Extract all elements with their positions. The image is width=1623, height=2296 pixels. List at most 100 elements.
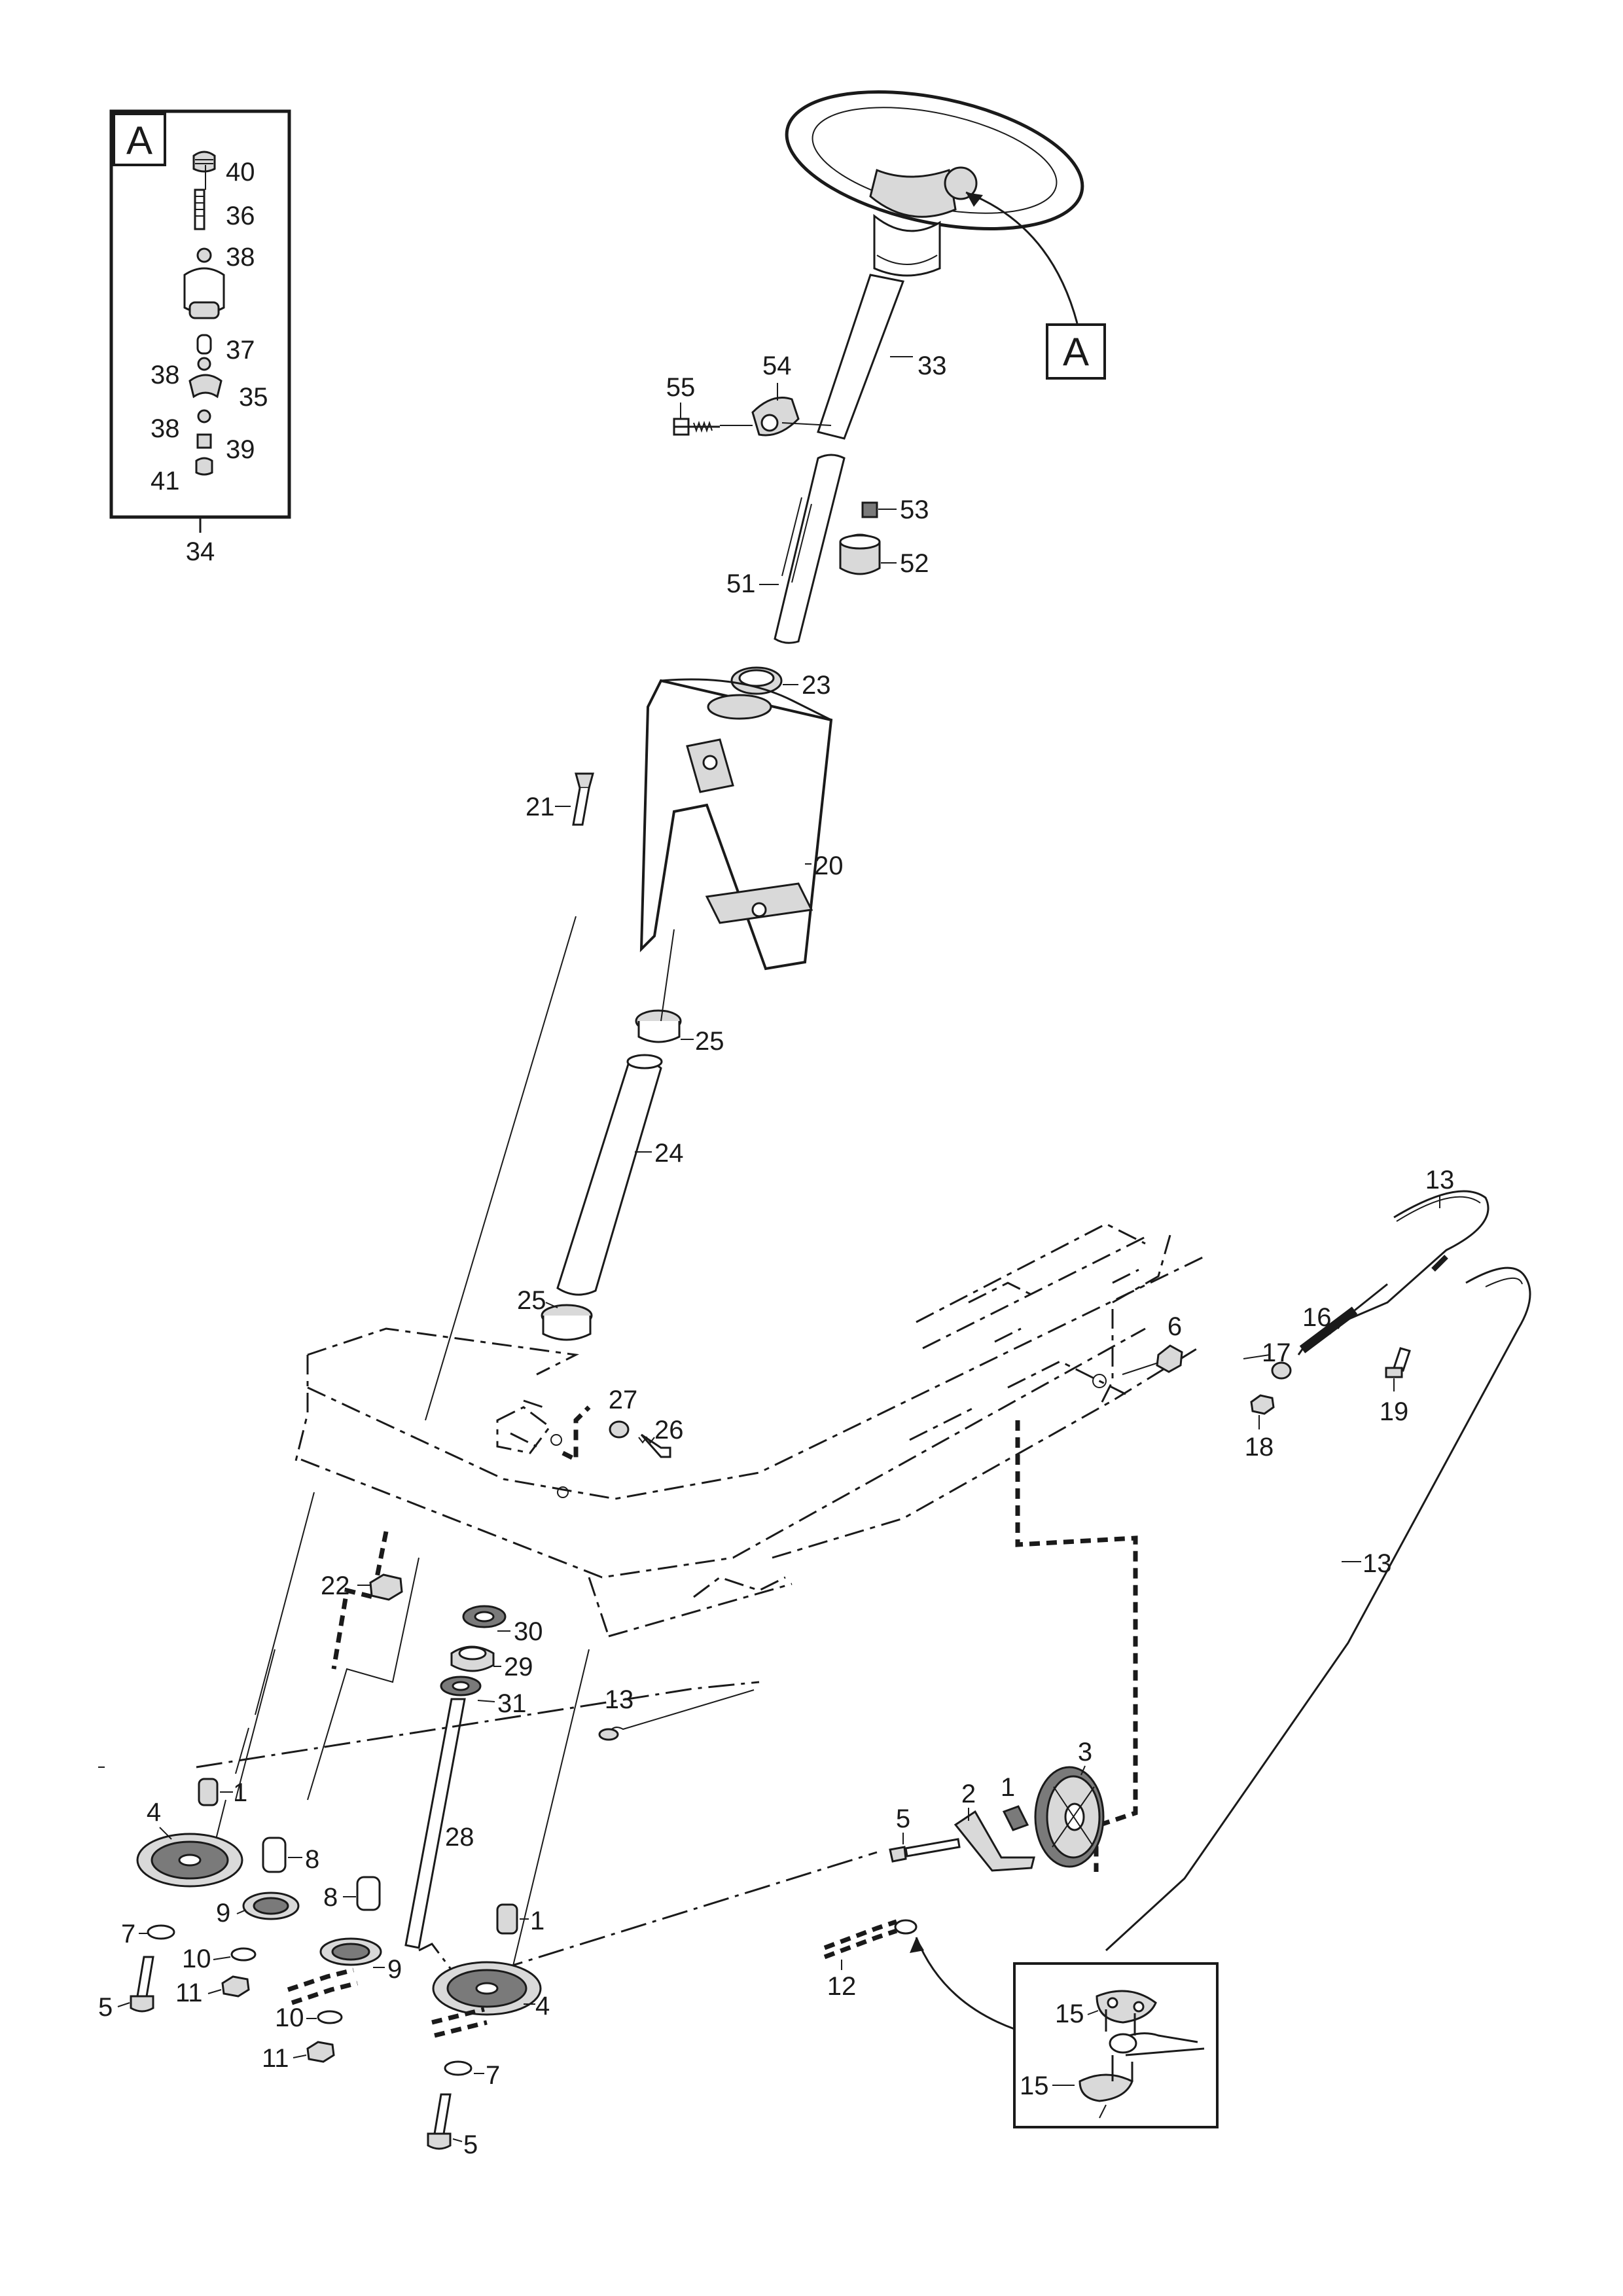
label-22: 22 [321, 1571, 350, 1600]
label-a-38-low: 38 [151, 414, 180, 443]
tube-24 [556, 1060, 662, 1296]
label-18: 18 [1245, 1433, 1274, 1462]
label-26: 26 [654, 1416, 684, 1444]
label-8-left: 8 [305, 1845, 319, 1874]
washer-10-mid [317, 2010, 343, 2024]
label-52: 52 [900, 549, 929, 578]
spring-16 [1297, 1283, 1388, 1355]
shaft-51 [774, 454, 846, 644]
bolt-5-left [136, 1956, 154, 1997]
bolt-5-pulley [889, 1846, 907, 1863]
sprocket-9-mid [319, 1937, 382, 1966]
nut-11-left [221, 1975, 250, 1998]
sprocket-9-left [242, 1892, 300, 1920]
label-7-left: 7 [121, 1920, 135, 1948]
label-1-left: 1 [233, 1778, 247, 1807]
steering-wheel [785, 90, 1084, 277]
nut-18 [1250, 1394, 1275, 1415]
label-30: 30 [514, 1617, 543, 1646]
label-10-left: 10 [182, 1945, 211, 1973]
label-51: 51 [726, 569, 756, 598]
callout-a-box: A [1046, 323, 1106, 380]
label-20: 20 [814, 852, 844, 880]
label-33: 33 [918, 351, 947, 380]
callout-a-marker: A [1063, 330, 1089, 374]
bolt-21 [575, 772, 594, 789]
label-15-upper: 15 [1055, 2000, 1084, 2028]
spacer-1-left [198, 1778, 219, 1806]
label-21: 21 [526, 793, 555, 821]
label-8-mid: 8 [323, 1883, 338, 1912]
label-16: 16 [1302, 1303, 1332, 1332]
label-4-right: 4 [535, 1992, 550, 2020]
nut-22 [369, 1573, 403, 1601]
label-54: 54 [762, 351, 792, 380]
detail-a-box: A [109, 109, 291, 519]
spacer-8-mid [356, 1876, 381, 1911]
chain-12 [823, 1919, 918, 1960]
label-9-mid: 9 [387, 1955, 402, 1984]
label-3: 3 [1078, 1738, 1092, 1767]
label-a-37: 37 [226, 336, 255, 365]
label-13-lower: 13 [605, 1685, 634, 1714]
spacer-1-pulley [1002, 1805, 1029, 1831]
label-11-mid: 11 [262, 2044, 289, 2073]
label-10-mid: 10 [275, 2003, 304, 2032]
label-55: 55 [666, 373, 696, 402]
label-53: 53 [900, 495, 929, 524]
label-24: 24 [654, 1139, 684, 1168]
label-a-36: 36 [226, 202, 255, 230]
washer-17 [1271, 1361, 1292, 1380]
label-9-left: 9 [216, 1899, 230, 1928]
shaft-28 [404, 1698, 466, 1949]
label-17: 17 [1262, 1338, 1291, 1367]
cable-13 [1341, 1190, 1489, 1323]
label-13-right: 13 [1363, 1549, 1392, 1578]
bolt-5-right [433, 2093, 452, 2134]
label-5-left: 5 [98, 1993, 113, 2022]
steering-bracket [639, 678, 833, 971]
label-a-40: 40 [226, 158, 255, 187]
nut-11-mid [306, 2041, 335, 2063]
label-1-right: 1 [530, 1907, 544, 1935]
label-5-right: 5 [463, 2130, 478, 2159]
washer-27 [609, 1420, 630, 1439]
detail-a-marker: A [126, 118, 152, 162]
label-a-38-top: 38 [226, 243, 255, 272]
label-28: 28 [445, 1823, 474, 1852]
label-a-35: 35 [239, 383, 268, 412]
chassis-frame-outline [293, 1223, 1205, 1638]
chain-link-detail-box [1013, 1962, 1219, 2128]
washer-7-left [147, 1924, 175, 1940]
cable-eye-13 [598, 1728, 619, 1741]
label-6: 6 [1168, 1312, 1182, 1341]
spacer-1-right [496, 1903, 518, 1935]
washer-10-left [230, 1947, 257, 1962]
pulley-3 [1034, 1766, 1105, 1868]
sprocket-4-right [432, 1961, 542, 2016]
label-4-left: 4 [147, 1798, 161, 1827]
bracket-2 [954, 1810, 1035, 1872]
label-a-39: 39 [226, 435, 255, 464]
label-11-left: 11 [175, 1979, 203, 2007]
sprocket-4-left [136, 1833, 243, 1888]
label-13-top: 13 [1425, 1166, 1455, 1194]
nut-6 [1156, 1344, 1183, 1373]
label-assembly-34: 34 [186, 537, 215, 566]
setscrew-53 [861, 501, 878, 518]
label-7-right: 7 [486, 2061, 500, 2090]
label-a-38-mid: 38 [151, 361, 180, 389]
label-15-lower: 15 [1020, 2072, 1049, 2100]
label-25-upper: 25 [695, 1027, 724, 1056]
label-27: 27 [609, 1386, 638, 1414]
washer-7-right [444, 2060, 473, 2076]
steering-shaft [817, 274, 905, 440]
label-29: 29 [504, 1653, 533, 1681]
label-12: 12 [827, 1972, 857, 2001]
label-2: 2 [961, 1780, 976, 1808]
label-1-pulley: 1 [1001, 1773, 1015, 1802]
spacer-8-left [262, 1837, 287, 1873]
label-a-41: 41 [151, 467, 180, 495]
label-23: 23 [802, 671, 831, 700]
